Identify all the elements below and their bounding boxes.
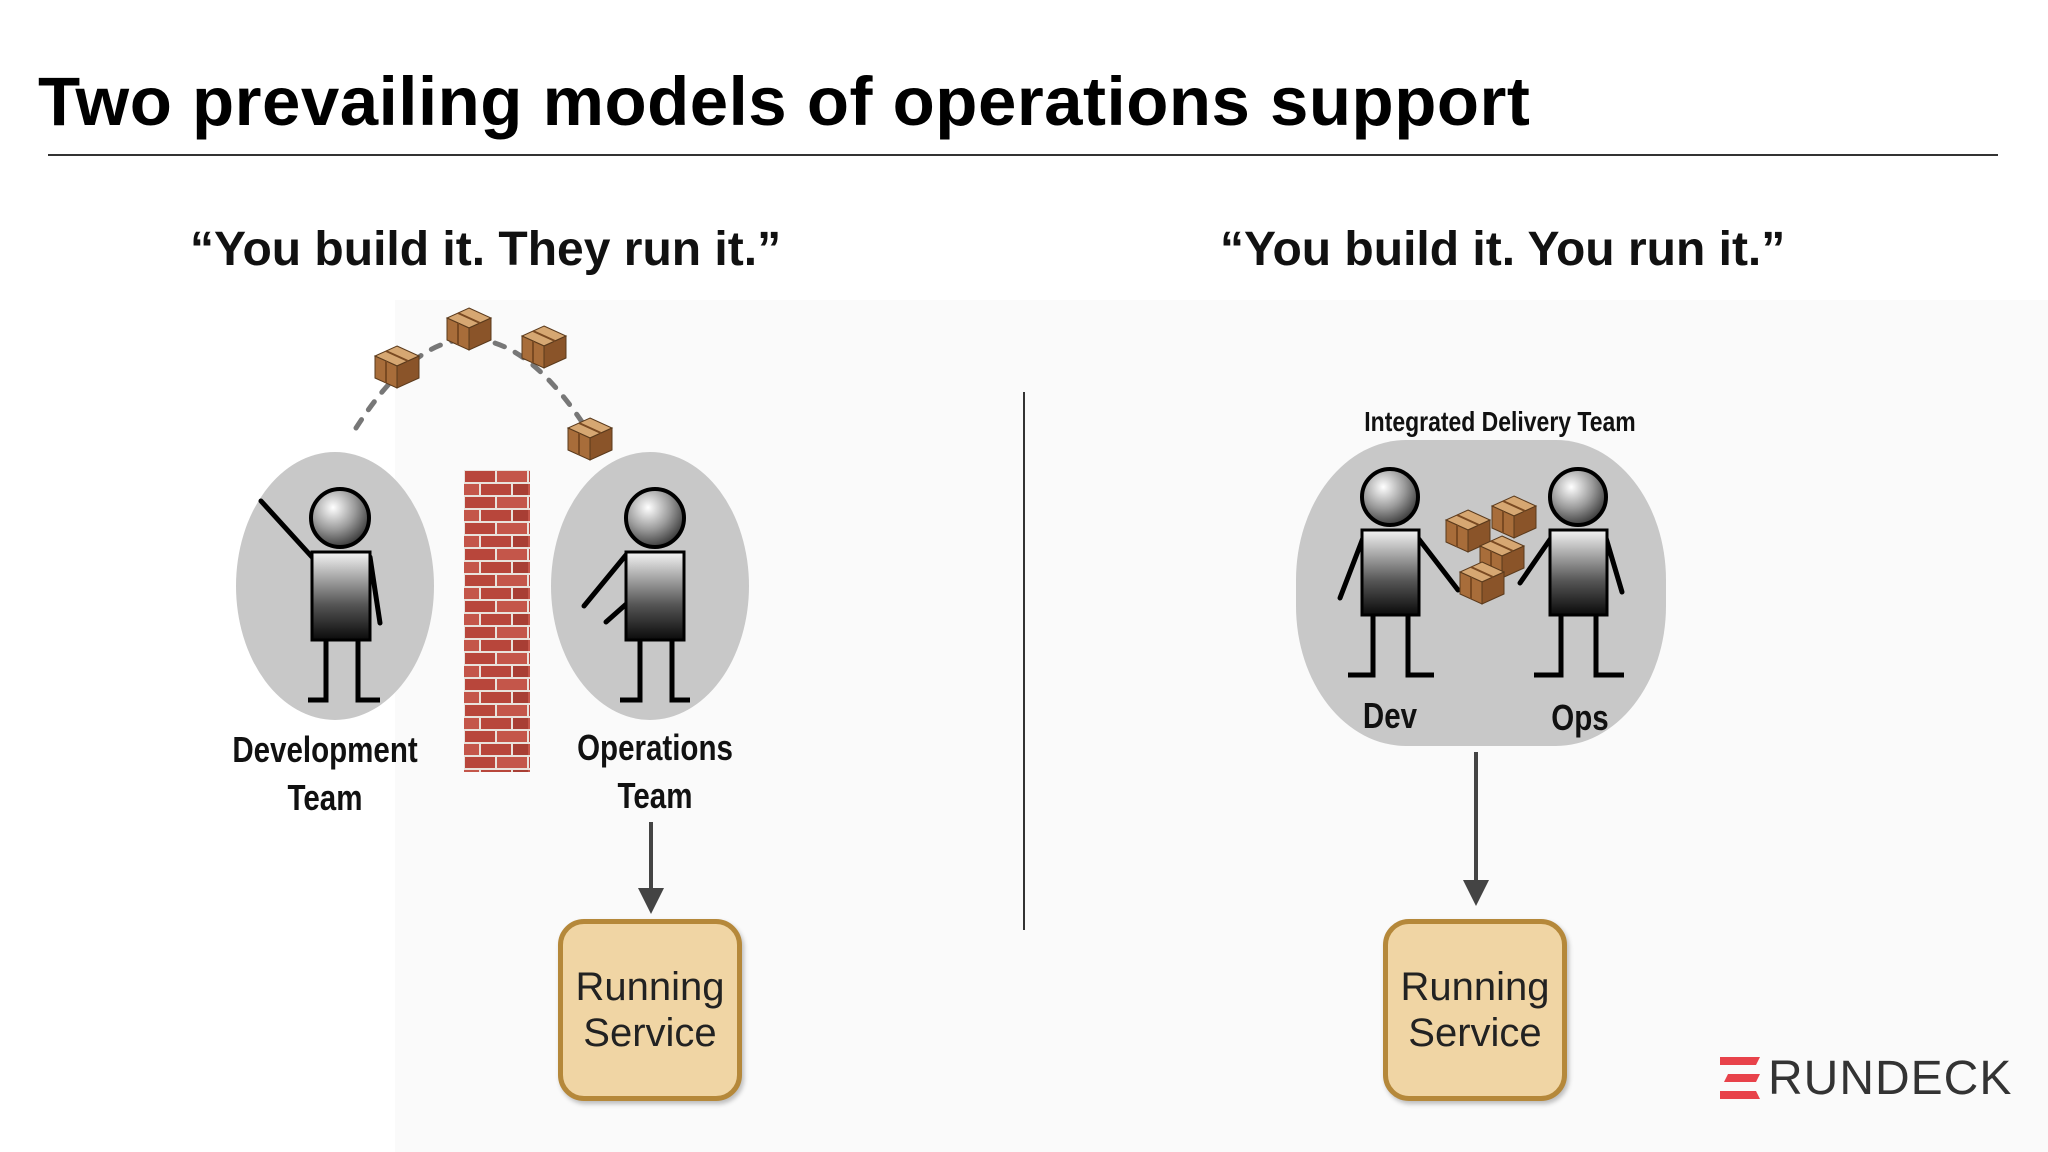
development-team-label-line: Development xyxy=(232,729,418,770)
integrated-team-label: Integrated Delivery Team xyxy=(1364,406,1636,437)
rundeck-mark-icon xyxy=(1720,1057,1760,1099)
operations-team-label-line: Team xyxy=(617,775,693,816)
throw-arc xyxy=(353,336,589,431)
rundeck-logo: RUNDECK xyxy=(1718,1051,2013,1105)
left-running-service-box: Running Service xyxy=(558,919,742,1101)
developer-figure-icon xyxy=(258,487,383,703)
development-team-label: Development Team xyxy=(218,726,431,822)
right-arrow-head xyxy=(1463,880,1489,906)
title-divider xyxy=(48,154,1998,156)
right-running-service-box: Running Service xyxy=(1383,919,1567,1101)
development-team-label-line: Team xyxy=(287,777,363,818)
ops-figure-icon xyxy=(1517,467,1625,678)
operations-team-label: Operations Team xyxy=(553,724,758,820)
operator-figure-icon xyxy=(581,487,690,703)
dev-figure-icon xyxy=(1337,467,1461,678)
left-arrow-head xyxy=(638,888,664,914)
left-model-quote: “You build it. They run it.” xyxy=(190,223,782,276)
center-divider xyxy=(1023,392,1025,930)
service-label-line: Service xyxy=(583,1011,717,1055)
logo-text: RUNDECK xyxy=(1768,1051,2013,1105)
dev-label: Dev xyxy=(1362,695,1418,736)
slide-title: Two prevailing models of operations supp… xyxy=(38,63,1531,140)
brick-wall xyxy=(464,470,530,772)
service-label-line: Service xyxy=(1408,1011,1542,1055)
right-model-quote: “You build it. You run it.” xyxy=(1220,223,1786,276)
ops-label: Ops xyxy=(1551,697,1609,738)
service-label-line: Running xyxy=(575,965,725,1009)
operations-team-label-line: Operations xyxy=(577,727,733,768)
service-label-line: Running xyxy=(1400,965,1550,1009)
